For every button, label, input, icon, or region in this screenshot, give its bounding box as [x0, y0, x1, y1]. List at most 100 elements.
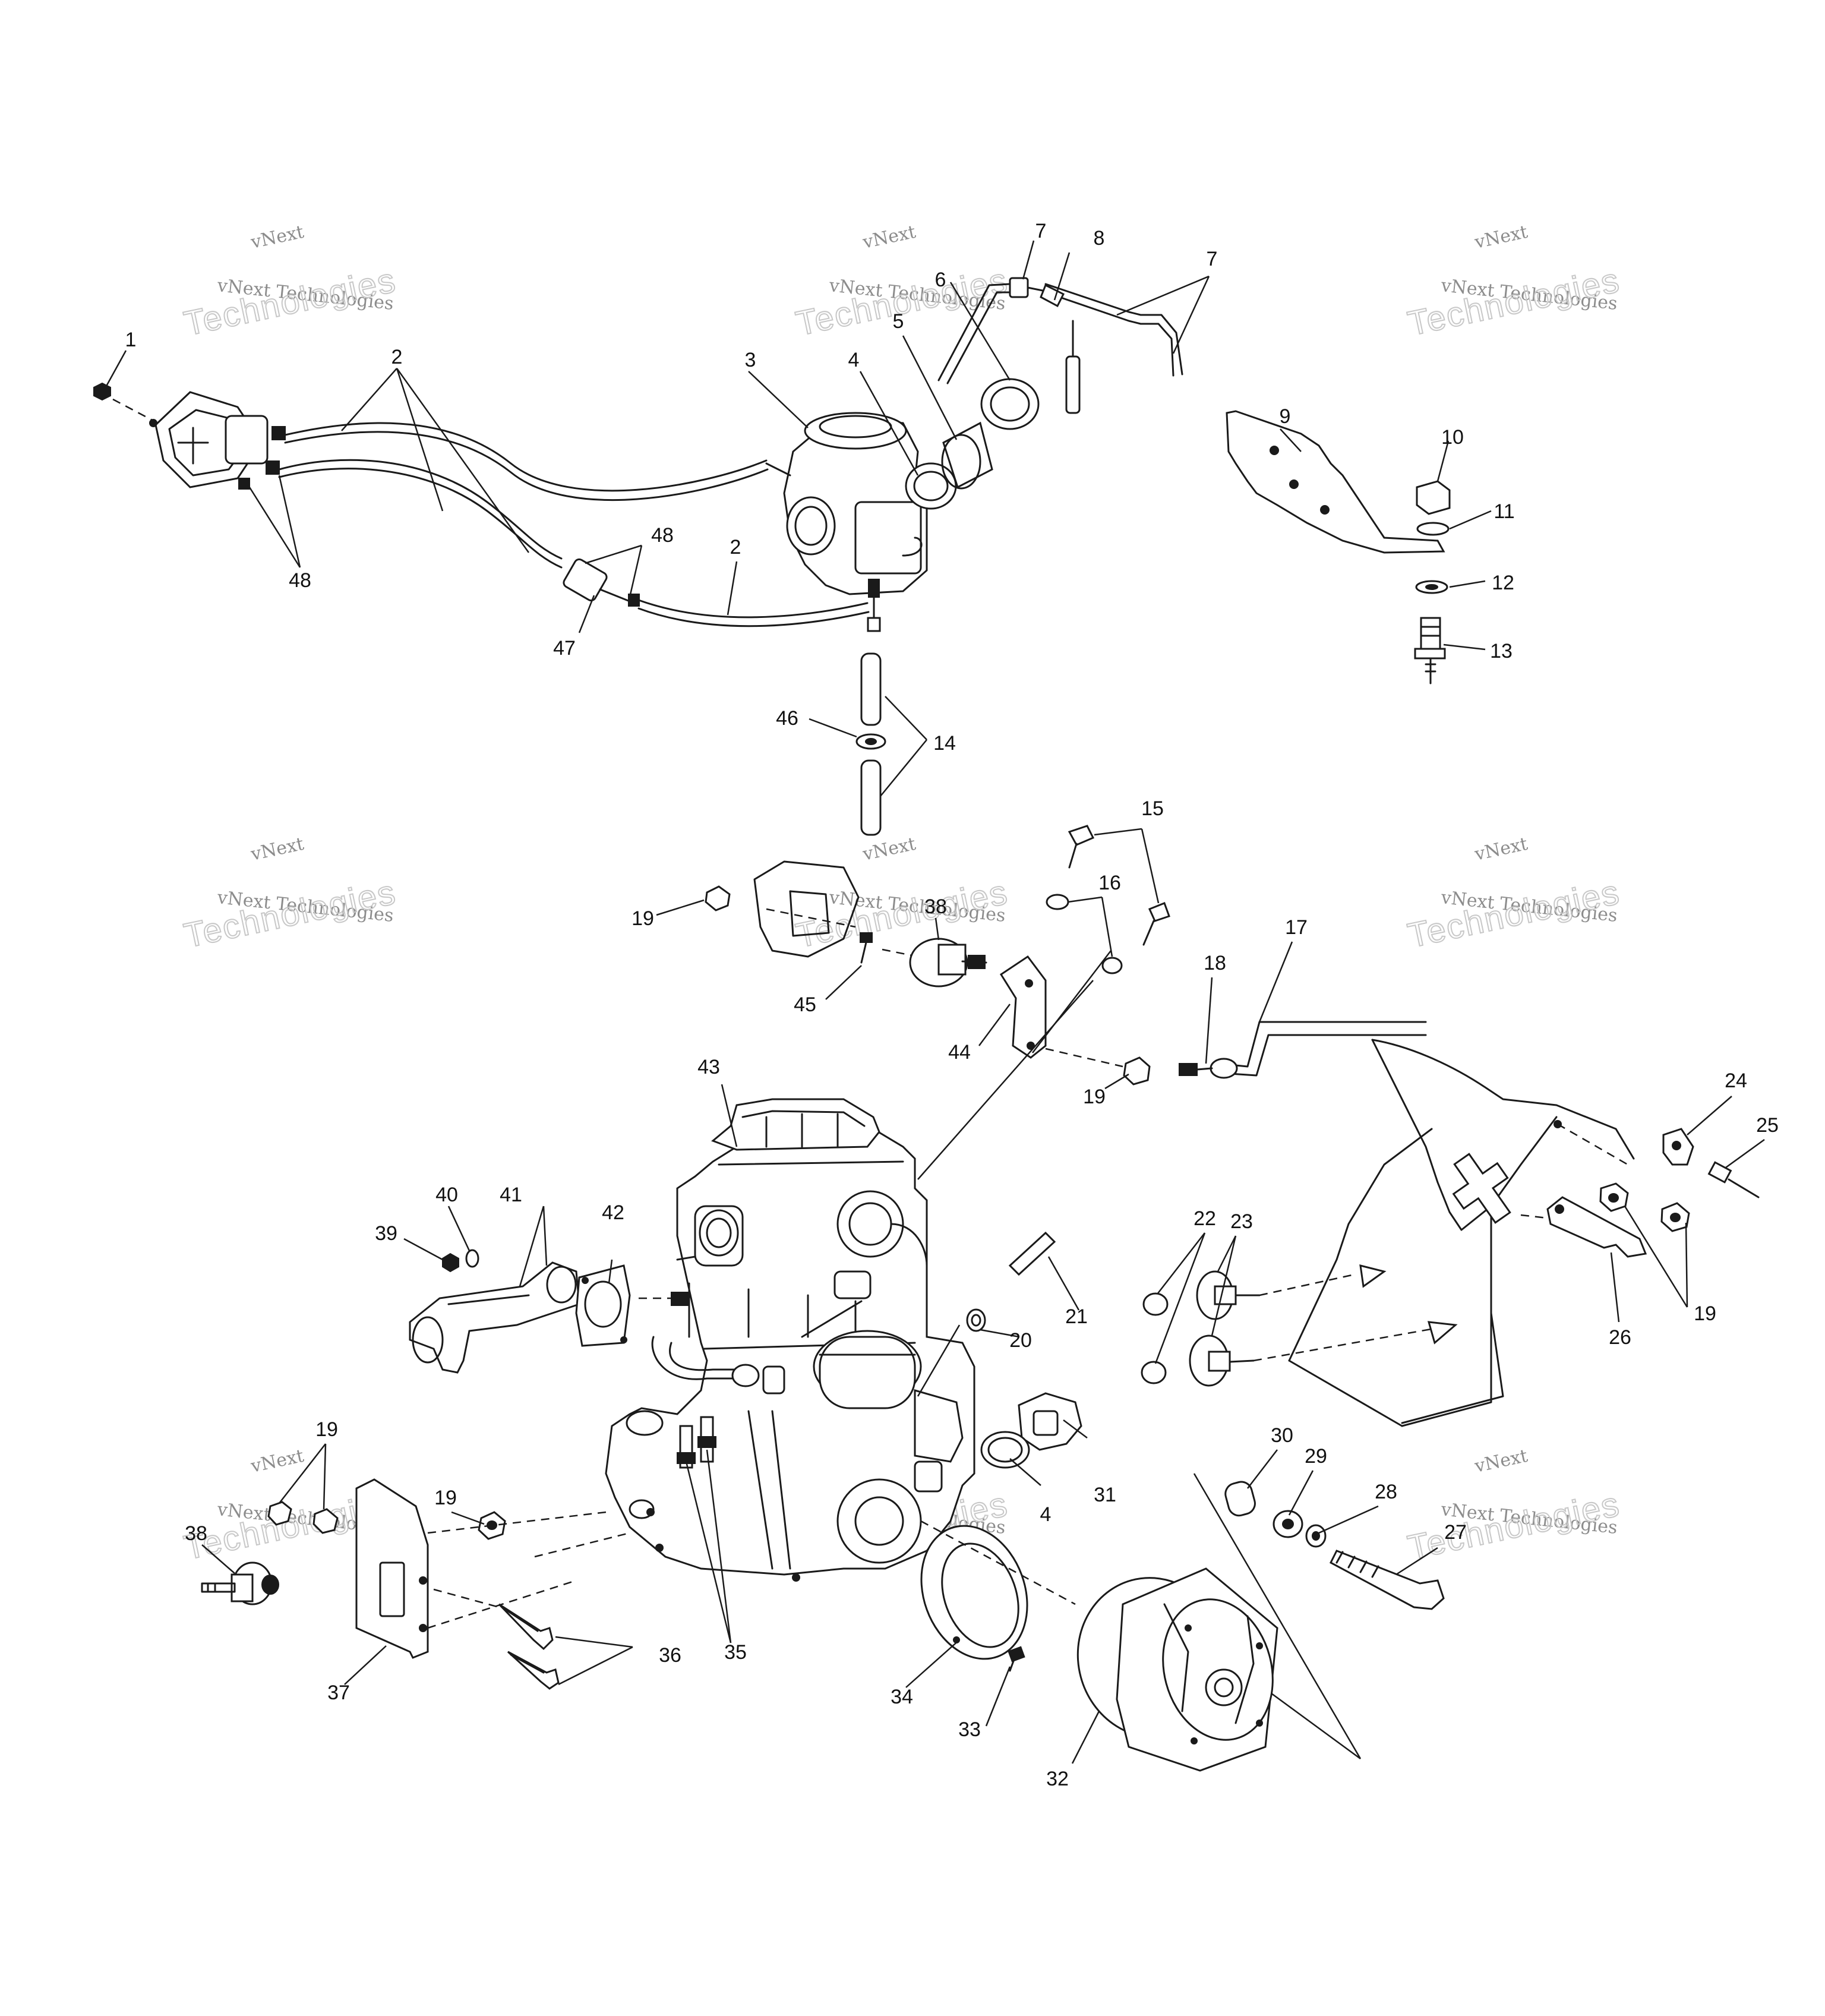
watermark-middle-left: vNext vNext Technologies Technologies [180, 834, 400, 956]
rubber-mount-38-lower [201, 1561, 279, 1605]
callout-19: 19 [315, 1418, 338, 1441]
callout-23: 23 [1230, 1210, 1253, 1233]
inline-fuel-filter [563, 558, 640, 607]
exhaust-nut-39 [442, 1252, 459, 1273]
carburetor [765, 412, 928, 632]
fuel-pump [149, 391, 286, 490]
callout-45: 45 [794, 993, 816, 1016]
vent-hoses [937, 277, 1183, 414]
clutch-bolt-stack [1224, 1481, 1445, 1610]
overflow-hose [855, 652, 886, 836]
watermark-line1: vNext [248, 834, 305, 865]
callout-18: 18 [1204, 952, 1226, 974]
callout-10: 10 [1441, 426, 1464, 449]
fuel-pump-nut [93, 382, 154, 422]
callout-3: 3 [745, 349, 756, 371]
watermark-line1: vNext [1472, 1446, 1529, 1477]
intake-clamp-ring [905, 462, 957, 510]
callout-21: 21 [1065, 1305, 1088, 1328]
nut-19-upper [705, 885, 731, 911]
callout-38: 38 [185, 1522, 207, 1545]
watermark-top-right: vNext vNext Technologies Technologies [1404, 222, 1624, 344]
callout-5: 5 [893, 310, 904, 333]
callout-44: 44 [948, 1041, 971, 1064]
callout-41: 41 [500, 1184, 522, 1206]
mount-plate [999, 950, 1112, 1059]
callout-15: 15 [1141, 797, 1164, 820]
watermark-line1: vNext [248, 1446, 305, 1477]
drive-clutch [920, 1473, 1362, 1772]
callout-48: 48 [289, 569, 311, 592]
watermark-line1: vNext [1472, 834, 1529, 865]
rubber-mount [882, 938, 987, 988]
engine-bracket [267, 1478, 630, 1659]
callout-1: 1 [125, 329, 137, 351]
watermark-line1: vNext [1472, 222, 1529, 253]
callout-43: 43 [697, 1056, 720, 1078]
watermark-line3: Technologies [181, 873, 399, 955]
watermark-line3: Technologies [792, 873, 1011, 955]
watermark-line1: vNext [248, 222, 305, 253]
callout-32: 32 [1046, 1768, 1069, 1790]
watermark-line3: Technologies [181, 261, 399, 343]
callout-16: 16 [1098, 872, 1121, 894]
callout-48: 48 [651, 524, 674, 547]
callout-47: 47 [553, 637, 576, 660]
callout-25: 25 [1756, 1114, 1779, 1137]
callout-37: 37 [327, 1681, 350, 1704]
cable-adjuster-stack [1414, 480, 1451, 684]
callout-12: 12 [1492, 572, 1514, 594]
callout-4: 4 [1040, 1503, 1052, 1526]
watermark-middle-right: vNext vNext Technologies Technologies [1404, 834, 1624, 956]
watermark-bottom-right: vNext vNext Technologies Technologies [1404, 1446, 1624, 1568]
callout-31: 31 [1094, 1484, 1116, 1506]
watermark-line1: vNext [860, 222, 917, 253]
callout-labels: 1 2 2 3 4 4 5 6 7 7 8 9 10 11 12 13 14 1… [125, 220, 1779, 1790]
callout-7: 7 [1035, 220, 1047, 242]
callout-4: 4 [848, 349, 860, 371]
leader-lines [106, 240, 1765, 1764]
callout-7: 7 [1207, 248, 1218, 270]
dowel-20 [966, 1308, 986, 1332]
callout-34: 34 [891, 1686, 913, 1708]
callout-22: 22 [1193, 1207, 1216, 1230]
callout-24: 24 [1725, 1069, 1747, 1092]
exhaust-stud [639, 1292, 690, 1306]
watermark-line1: vNext [860, 834, 917, 865]
mount-sketch-left [753, 860, 860, 958]
callout-17: 17 [1285, 916, 1308, 939]
studs-35 [677, 1416, 716, 1469]
fitting-25 [1707, 1161, 1760, 1198]
clip-24 [1662, 1128, 1694, 1166]
engine-block [605, 980, 1094, 1582]
callout-14: 14 [933, 732, 956, 755]
breather-tube [1179, 1021, 1427, 1079]
callout-20: 20 [1009, 1329, 1032, 1352]
callout-39: 39 [375, 1222, 397, 1245]
callout-33: 33 [958, 1718, 981, 1741]
fuel-lines [278, 422, 870, 627]
callout-2: 2 [730, 536, 741, 559]
screw-33 [1008, 1646, 1025, 1672]
watermark-line3: Technologies [1404, 261, 1623, 343]
callout-19: 19 [632, 907, 654, 930]
callout-9: 9 [1280, 405, 1291, 428]
callout-42: 42 [602, 1201, 624, 1224]
callout-29: 29 [1305, 1445, 1327, 1468]
cable-bracket [1226, 410, 1445, 554]
watermark-line3: Technologies [1404, 1485, 1623, 1567]
callout-36: 36 [659, 1644, 681, 1667]
bracket-bolts-36 [433, 1588, 560, 1690]
airbox-clamp [980, 378, 1040, 430]
callout-19: 19 [1694, 1302, 1716, 1325]
oil-filter-stack [980, 1392, 1082, 1469]
callout-2: 2 [391, 346, 403, 368]
watermark-top-left: vNext vNext Technologies Technologies [180, 222, 400, 344]
frame-section [1288, 1039, 1635, 1427]
callout-19: 19 [1083, 1086, 1106, 1108]
callout-13: 13 [1490, 640, 1513, 662]
engine-mounts-22-23 [1141, 1264, 1458, 1387]
callout-11: 11 [1494, 500, 1514, 523]
exhaust-gasket [575, 1264, 631, 1347]
callout-30: 30 [1271, 1424, 1293, 1447]
